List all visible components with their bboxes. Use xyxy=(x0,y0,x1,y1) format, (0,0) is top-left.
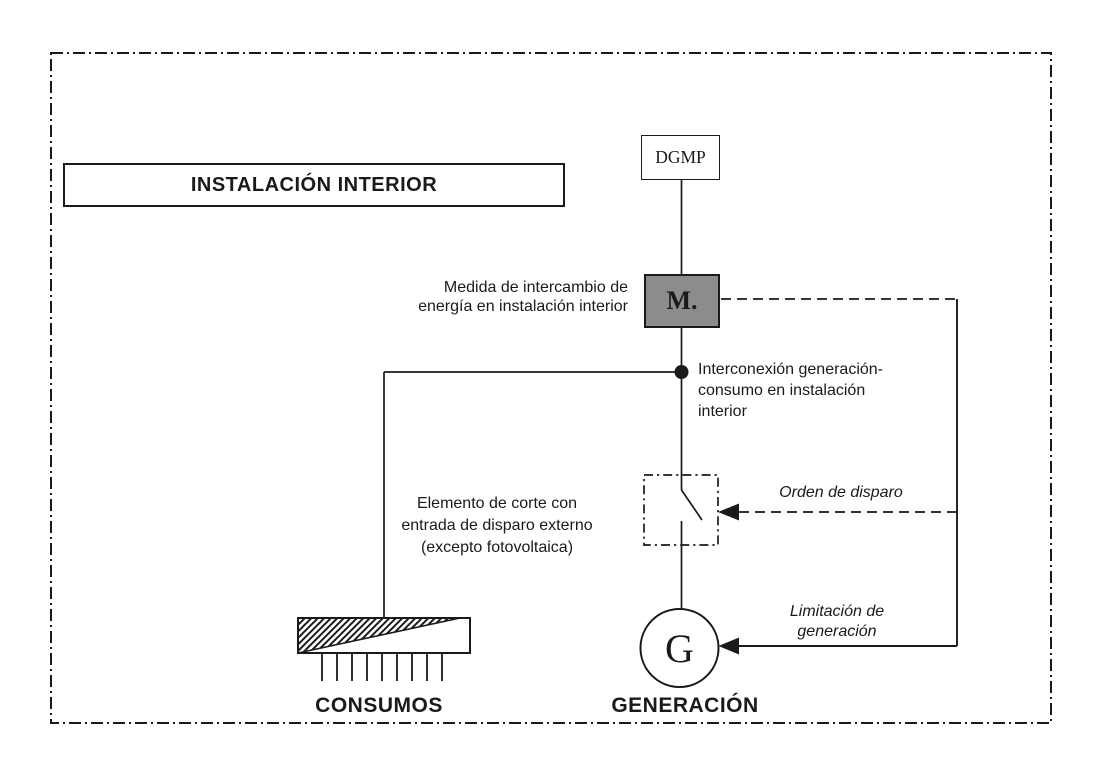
trip-order-annotation: Orden de disparo xyxy=(779,484,903,501)
generacion-label: GENERACIÓN xyxy=(611,694,759,717)
generation-limit-arrow-icon xyxy=(718,637,739,655)
generator-circle xyxy=(639,608,720,688)
interconnection-annotation: Interconexión generación- consumo en ins… xyxy=(698,361,884,420)
dgmp-label: DGMP xyxy=(655,147,706,167)
installation-title-box: INSTALACIÓN INTERIOR xyxy=(63,163,565,207)
meter-label: M. xyxy=(666,286,698,315)
installation-title: INSTALACIÓN INTERIOR xyxy=(190,173,438,196)
cutoff-element-annotation: Elemento de corte con entrada de disparo… xyxy=(401,495,593,556)
installation-boundary-frame xyxy=(50,52,1052,724)
feeder-teeth-icon xyxy=(321,653,443,681)
generation-limit-annotation: Limitación de generación xyxy=(789,603,885,640)
load-diagonal-line xyxy=(297,617,461,654)
meter-annotation: Medida de intercambio de energía en inst… xyxy=(418,279,628,315)
generator-node: G xyxy=(650,625,709,671)
consumos-label: CONSUMOS xyxy=(315,694,443,717)
meter-node: M. xyxy=(644,274,720,328)
generator-label: G xyxy=(665,625,694,671)
junction-dot xyxy=(674,365,689,379)
switch-blade-icon xyxy=(680,489,703,521)
trip-order-arrow-icon xyxy=(718,503,739,521)
dgmp-node: DGMP xyxy=(641,135,720,180)
